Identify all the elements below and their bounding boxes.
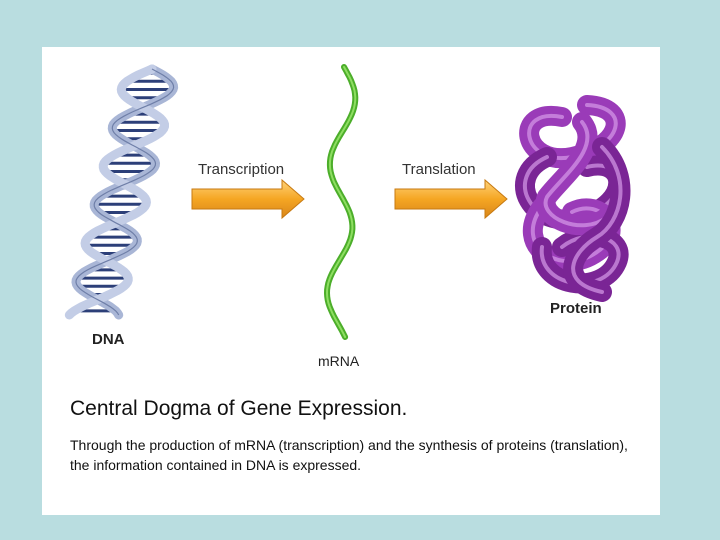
- central-dogma-figure: [42, 47, 660, 387]
- transcription-arrow: [192, 180, 304, 218]
- protein-icon: [525, 105, 621, 292]
- mrna-label: mRNA: [318, 353, 359, 369]
- translation-arrow: [395, 180, 507, 218]
- slide: DNA mRNA Protein Transcription Translati…: [42, 47, 660, 515]
- figure-title: Central Dogma of Gene Expression.: [70, 397, 407, 421]
- transcription-label: Transcription: [198, 161, 284, 178]
- dna-helix-icon: [69, 69, 173, 315]
- protein-label: Protein: [550, 300, 602, 317]
- mrna-strand-icon: [327, 67, 355, 337]
- translation-label: Translation: [402, 161, 476, 178]
- figure-caption: Through the production of mRNA (transcri…: [70, 435, 630, 475]
- dna-label: DNA: [92, 331, 125, 348]
